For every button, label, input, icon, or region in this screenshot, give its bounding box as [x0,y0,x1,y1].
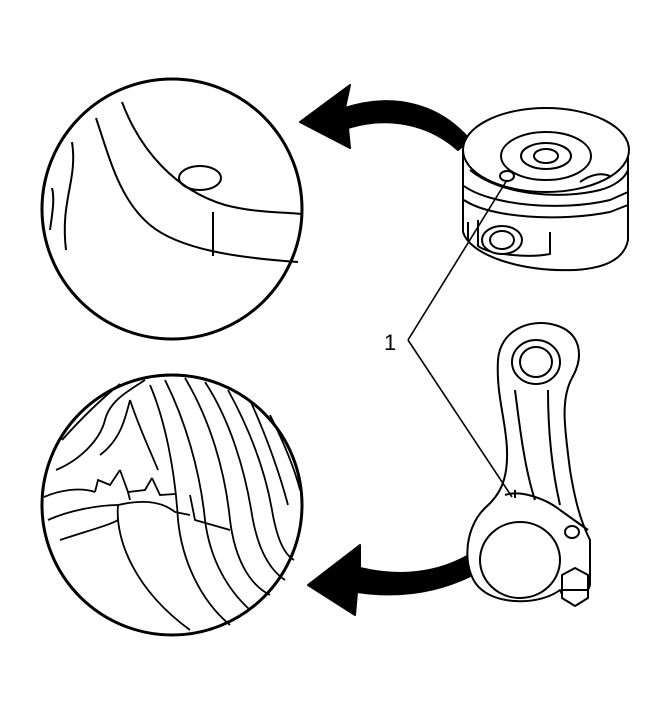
curved-arrow-icon [299,84,471,151]
callout-leader-lines [407,179,513,498]
detail-circle-rod [40,373,304,637]
piston-icon [462,107,630,272]
detail-circle-piston [40,77,304,341]
callout-label-1: 1 [384,330,396,355]
curved-arrow-icon [307,539,501,616]
connecting-rod-icon [466,322,591,607]
